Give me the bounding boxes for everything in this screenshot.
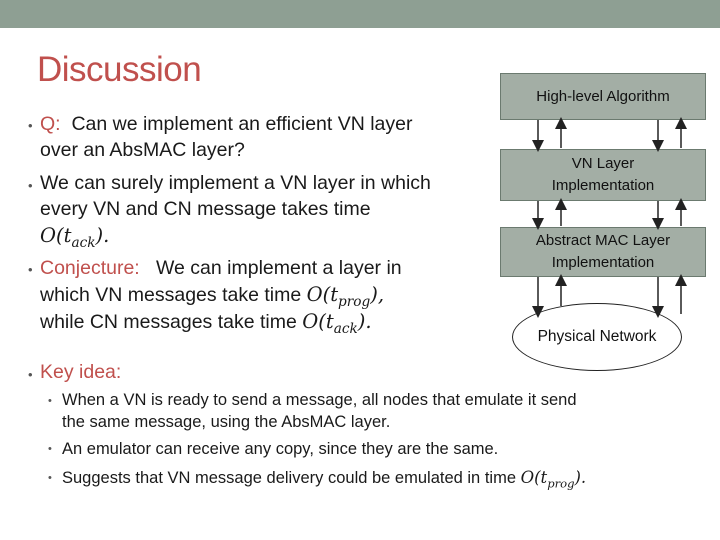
bullet-2-line-2: every VN and CN message takes time bbox=[40, 198, 371, 220]
box-vn-layer-label-2: Implementation bbox=[551, 177, 655, 194]
box-abstract-mac-label-2: Implementation bbox=[551, 254, 655, 271]
bullet-dot: • bbox=[28, 118, 33, 133]
sub-bullet-dot: • bbox=[48, 443, 52, 455]
question-label: Q: bbox=[40, 113, 61, 135]
bullet-dot: • bbox=[28, 262, 33, 277]
sub-bullet-1-line-1: When a VN is ready to send a message, al… bbox=[62, 391, 577, 409]
bullet-2-line-1: We can surely implement a VN layer in wh… bbox=[40, 172, 431, 194]
box-vn-layer-label-1: VN Layer bbox=[571, 155, 635, 173]
box-high-level-algorithm-label: High-level Algorithm bbox=[536, 87, 670, 105]
bullet-dot: • bbox=[28, 367, 33, 382]
math-end: ). bbox=[95, 224, 110, 247]
conjecture-label: Conjecture: bbox=[40, 257, 140, 279]
question-text-1: Can we implement an efficient VN layer bbox=[71, 113, 413, 135]
conjecture-math-1: O(tprog), bbox=[306, 283, 385, 310]
box-abstract-mac-layer: Abstract MAC Layer Implementation bbox=[500, 227, 706, 277]
top-bar bbox=[0, 0, 720, 28]
sub-bullet-dot: • bbox=[48, 472, 52, 484]
sub-bullet-3-math: O(tprog). bbox=[520, 468, 587, 491]
math-o: O(t bbox=[40, 224, 72, 247]
question-text-2: over an AbsMAC layer? bbox=[40, 139, 245, 161]
bullet-2-math: O(tack). bbox=[40, 224, 109, 251]
sub-bullet-dot: • bbox=[48, 395, 52, 407]
sub-bullet-3-text: Suggests that VN message delivery could … bbox=[62, 469, 516, 487]
conjecture-text-3: while CN messages take time bbox=[40, 311, 297, 333]
math-sub: ack bbox=[71, 234, 96, 251]
sub-bullet-2: An emulator can receive any copy, since … bbox=[62, 440, 499, 458]
bullet-dot: • bbox=[28, 178, 33, 193]
conjecture-line-3: while CN messages take time O(tack). bbox=[40, 310, 372, 337]
physical-network-label: Physical Network bbox=[537, 328, 657, 345]
sub-bullet-1-line-2: the same message, using the AbsMAC layer… bbox=[62, 413, 391, 431]
box-vn-layer: VN Layer Implementation bbox=[500, 149, 706, 201]
sub-bullet-3: Suggests that VN message delivery could … bbox=[62, 468, 586, 490]
bullet-question: Q: Can we implement an efficient VN laye… bbox=[40, 113, 413, 136]
conjecture-text-1: We can implement a layer in bbox=[155, 257, 402, 279]
box-high-level-algorithm: High-level Algorithm bbox=[500, 73, 706, 120]
conjecture-line-2: which VN messages take time O(tprog), bbox=[40, 283, 384, 310]
bullet-conjecture: Conjecture: We can implement a layer in bbox=[40, 257, 402, 280]
slide-title: Discussion bbox=[37, 50, 202, 89]
conjecture-math-2: O(tack). bbox=[302, 310, 372, 337]
key-idea-label: Key idea: bbox=[40, 361, 122, 383]
box-abstract-mac-label-1: Abstract MAC Layer bbox=[535, 232, 671, 250]
conjecture-text-2: which VN messages take time bbox=[40, 284, 302, 306]
